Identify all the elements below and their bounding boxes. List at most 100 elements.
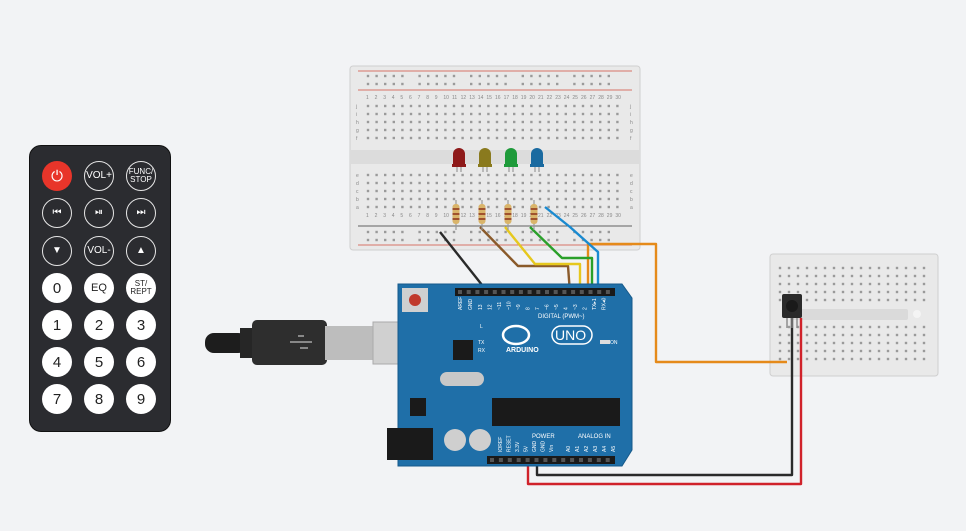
hole [384, 230, 387, 234]
remote-button-one[interactable]: 1 [42, 310, 72, 340]
hole [922, 325, 926, 329]
arduino-uno-board[interactable]: ARDUINO UNO DIGITAL (PWM~) POWER ANALOG … [387, 283, 633, 467]
hole [805, 341, 809, 345]
remote-button-zero[interactable]: 0 [42, 273, 72, 303]
hole [487, 205, 490, 209]
hole [564, 128, 567, 132]
hole [814, 341, 818, 345]
remote-button-func-stop[interactable]: FUNC/ STOP [126, 161, 156, 191]
hole [832, 282, 836, 286]
hole [607, 173, 610, 177]
header-pins[interactable] [458, 290, 610, 462]
remote-button-five[interactable]: 5 [84, 347, 114, 377]
hole [478, 136, 481, 140]
hole [573, 112, 576, 116]
column-number: 19 [521, 95, 527, 101]
analog-pin-label: A1 [575, 446, 581, 452]
hole [573, 189, 576, 193]
hole [384, 104, 387, 108]
row-letter: a [356, 205, 359, 211]
column-number: 17 [504, 95, 510, 101]
analog-pin-label: A4 [602, 446, 608, 452]
remote-button-st-rept[interactable]: ST/ REPT [126, 273, 156, 303]
header-pin [562, 290, 567, 294]
remote-button-eight[interactable]: 8 [84, 384, 114, 414]
remote-button-nine[interactable]: 9 [126, 384, 156, 414]
hole [814, 274, 818, 278]
hole [886, 298, 890, 302]
hole [886, 357, 890, 361]
remote-button-three[interactable]: 3 [126, 310, 156, 340]
mini-breadboard[interactable] [769, 253, 939, 377]
remote-button-seven[interactable]: 7 [42, 384, 72, 414]
hole [366, 136, 370, 140]
resistors[interactable] [452, 200, 538, 230]
ir-receiver[interactable] [782, 294, 802, 328]
hole [877, 357, 881, 361]
hole [599, 173, 602, 177]
pin-label: ~10 [507, 301, 513, 310]
hole [556, 205, 559, 209]
remote-button-two[interactable]: 2 [84, 310, 114, 340]
hole [392, 74, 395, 78]
remote-button-next[interactable]: ⏭ [126, 198, 156, 228]
hole [841, 325, 845, 329]
remote-button-six[interactable]: 6 [126, 347, 156, 377]
remote-button-prev[interactable]: ⏮ [42, 198, 72, 228]
hole [444, 230, 447, 234]
hole [573, 120, 576, 124]
hole [461, 136, 464, 140]
hole [375, 120, 378, 124]
hole [607, 238, 610, 242]
hole [581, 189, 585, 193]
usb-symbol-icon [290, 335, 312, 349]
hole [435, 120, 438, 124]
column-number: 25 [572, 95, 578, 101]
remote-button-eq[interactable]: EQ [84, 273, 114, 303]
hole [581, 120, 585, 124]
remote-button-vol-up[interactable]: VOL+ [84, 161, 114, 191]
remote-button-play-pause[interactable]: ⏯ [84, 198, 114, 228]
hole [904, 333, 908, 337]
row-letter: d [630, 181, 633, 187]
hole [895, 274, 899, 278]
pin-label: TX▸1 [592, 298, 598, 310]
hole [573, 128, 576, 132]
column-number: 22 [547, 213, 553, 219]
hole [418, 120, 421, 124]
header-pin [490, 458, 494, 462]
remote-button-power[interactable]: ⏻ [42, 161, 72, 191]
remote-button-down[interactable]: ▼ [42, 236, 72, 266]
hole [478, 104, 481, 108]
hole [427, 238, 430, 242]
column-number: 24 [564, 213, 570, 219]
hole [409, 173, 413, 177]
hole [538, 173, 542, 177]
hole [922, 290, 926, 294]
hole [495, 120, 499, 124]
hole [805, 298, 809, 302]
hole [581, 136, 585, 140]
hole [904, 274, 908, 278]
hole [556, 136, 559, 140]
rx-label: RX [478, 348, 486, 354]
remote-button-up[interactable]: ▲ [126, 236, 156, 266]
column-number: 22 [547, 95, 553, 101]
header-pin [498, 458, 503, 462]
hole [435, 104, 438, 108]
hole [427, 104, 430, 108]
remote-button-four[interactable]: 4 [42, 347, 72, 377]
header-pin [501, 290, 506, 294]
wire-orange [586, 242, 787, 364]
hole [375, 128, 378, 132]
row-letter: g [630, 128, 633, 134]
row-letter: e [356, 173, 359, 179]
hole [778, 357, 782, 361]
wires[interactable] [439, 206, 803, 486]
hole [832, 349, 836, 353]
hole [427, 112, 430, 116]
leds[interactable] [452, 148, 544, 172]
remote-button-vol-down[interactable]: VOL- [84, 236, 114, 266]
